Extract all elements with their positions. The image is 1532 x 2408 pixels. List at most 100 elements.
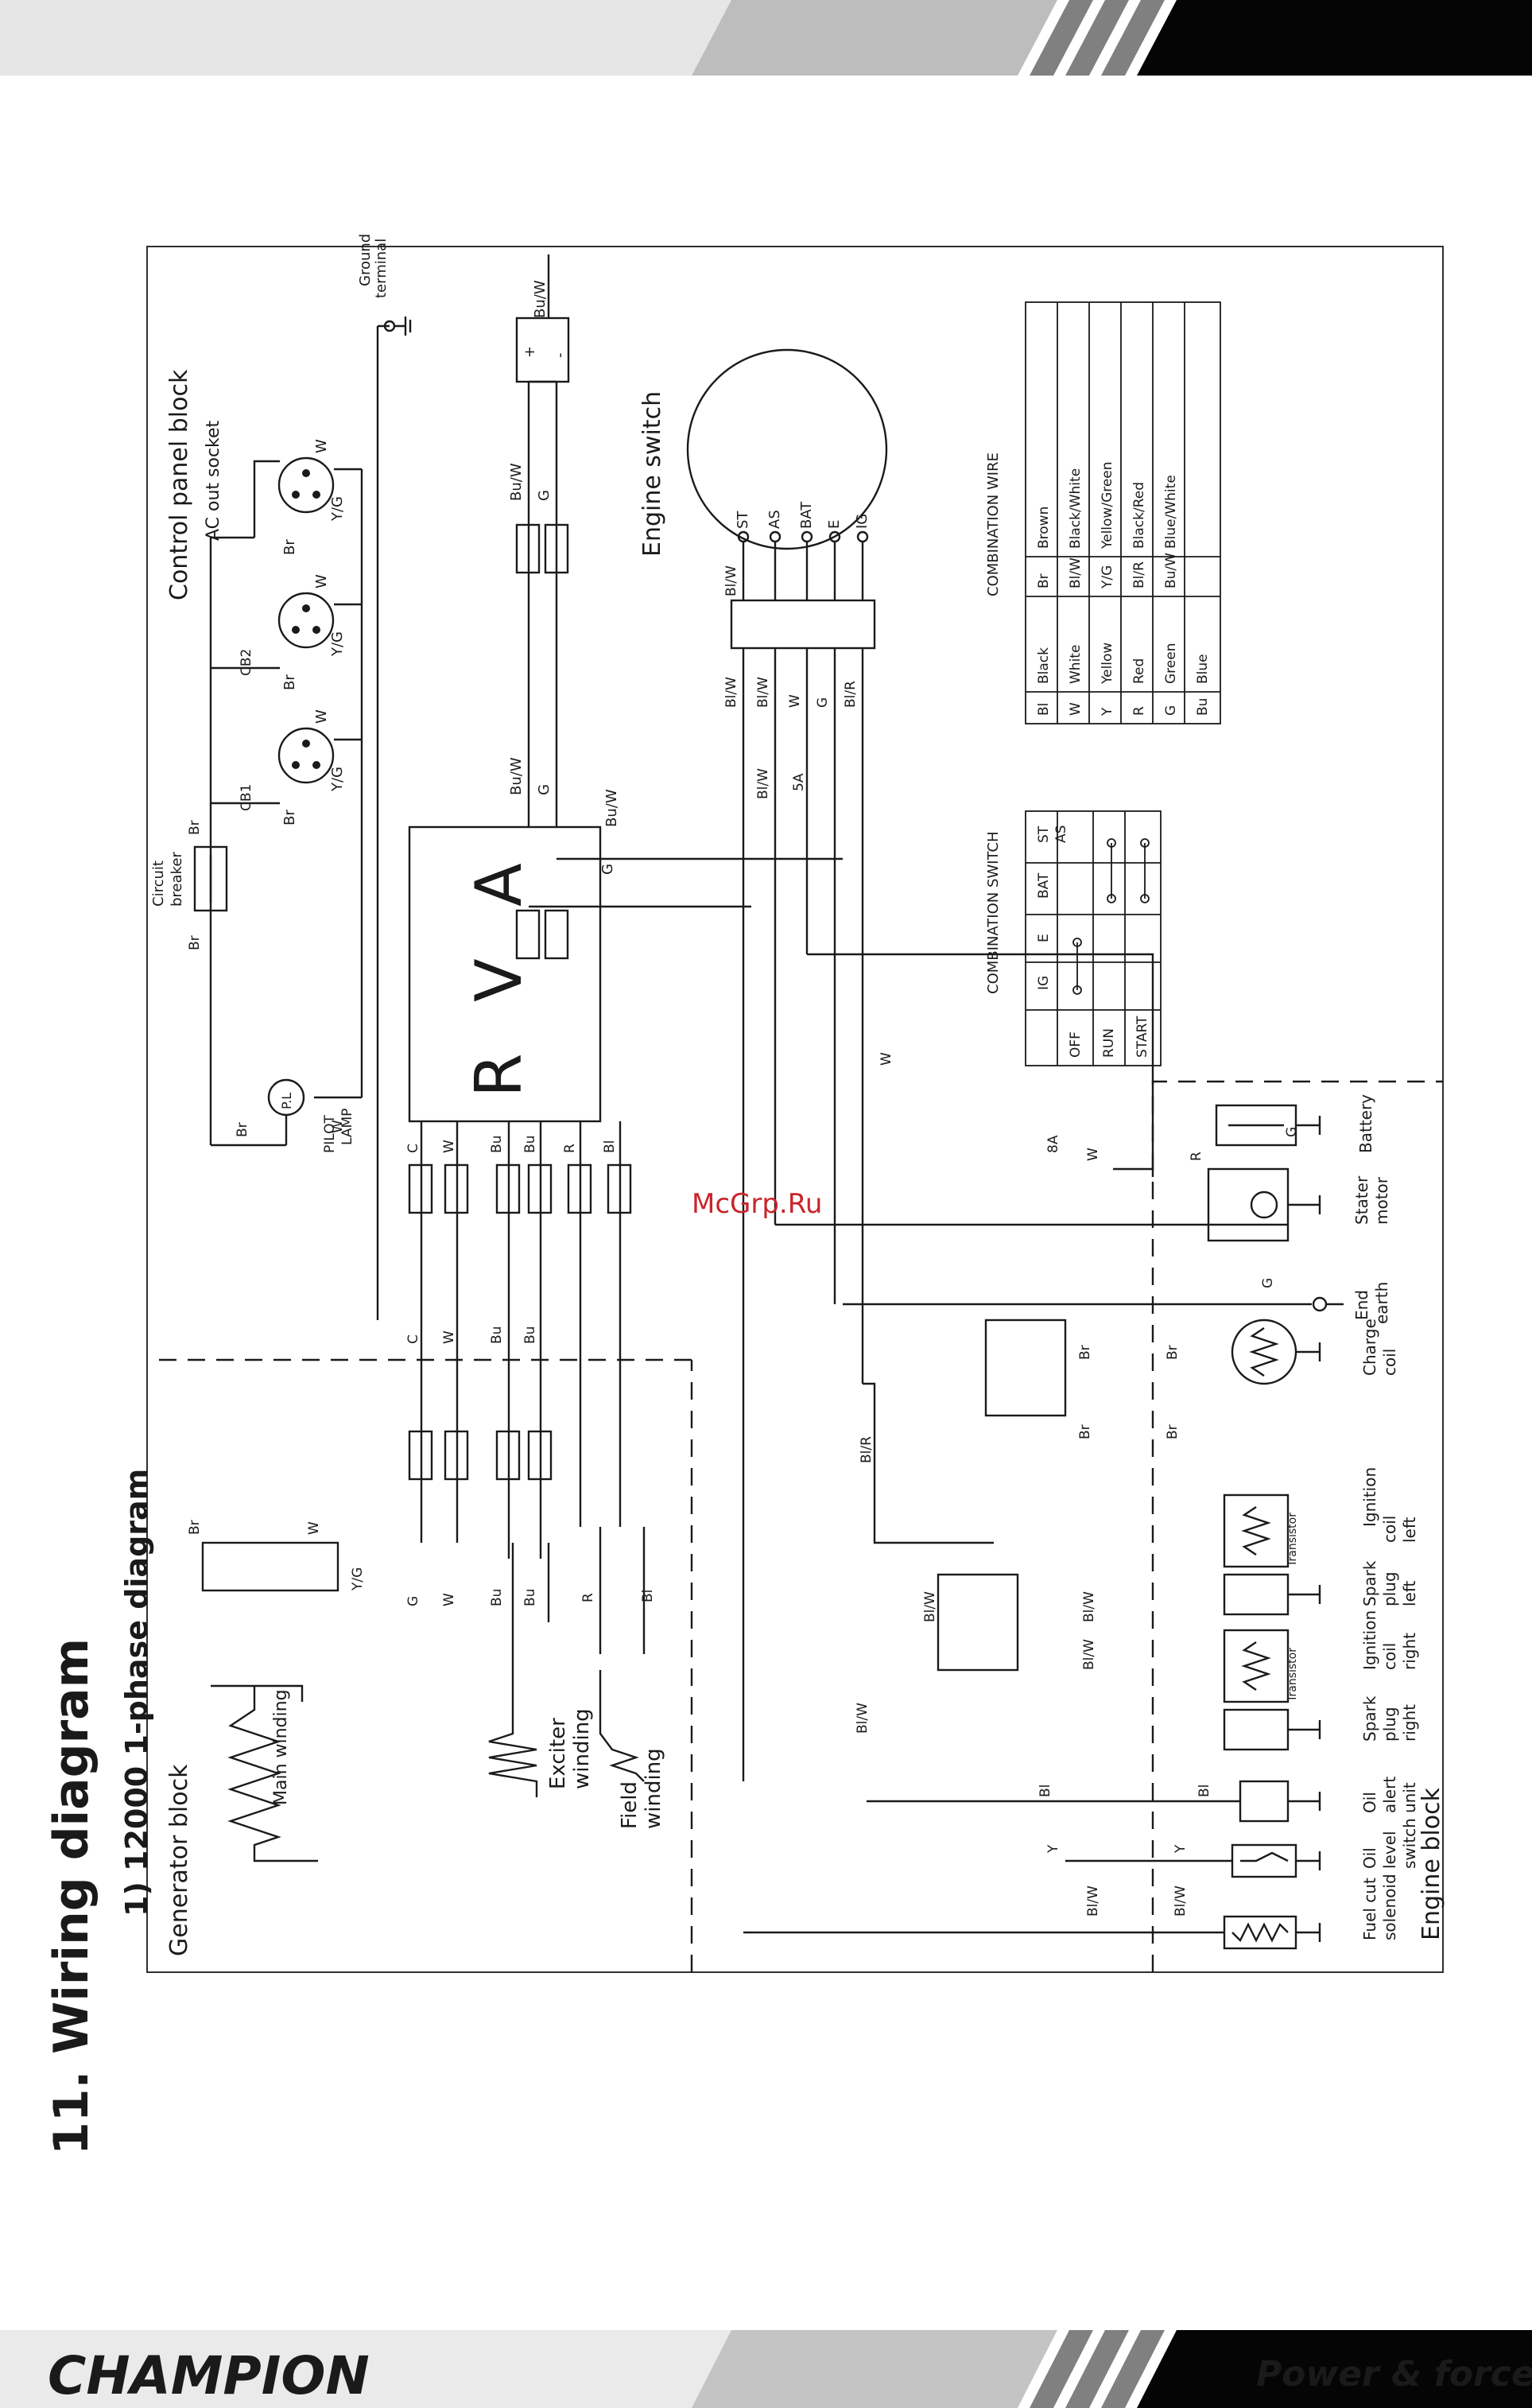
svg-text:Y/G: Y/G bbox=[1100, 565, 1115, 589]
oil-alert-unit: Oil alert unit Bl Bl bbox=[867, 1777, 1419, 1823]
svg-text:breaker: breaker bbox=[169, 852, 185, 907]
yg-bus-wire bbox=[376, 324, 390, 1320]
svg-text:Oil: Oil bbox=[1360, 1847, 1379, 1869]
svg-text:G: G bbox=[815, 697, 831, 708]
ac-out-sockets: Br W Y/G Br W Y/G Br W Y/G CB2 CB1 bbox=[211, 439, 362, 825]
charge-coil: Charge coil Br Br Br Br bbox=[984, 1319, 1399, 1439]
svg-text:Bu/W: Bu/W bbox=[508, 757, 525, 795]
svg-text:Bu: Bu bbox=[1195, 698, 1211, 716]
svg-text:plug: plug bbox=[1380, 1571, 1399, 1606]
avr-unit: A V R bbox=[408, 825, 602, 1123]
svg-text:Bu/W: Bu/W bbox=[532, 280, 549, 318]
ground-terminal-label-2: terminal bbox=[373, 239, 390, 298]
field-winding-label-2: winding bbox=[642, 1748, 665, 1829]
svg-text:Yellow/Green: Yellow/Green bbox=[1100, 461, 1115, 550]
svg-text:8A: 8A bbox=[1045, 1135, 1061, 1153]
engine-block-label: Engine block bbox=[1418, 1787, 1445, 1940]
socket-w-2: W bbox=[313, 574, 330, 588]
svg-text:E: E bbox=[1036, 934, 1052, 942]
svg-text:End: End bbox=[1352, 1290, 1371, 1320]
engine-ground-symbols bbox=[1288, 1116, 1321, 1942]
svg-text:Bl/W: Bl/W bbox=[1085, 1886, 1101, 1917]
socket-br-1: Br bbox=[281, 539, 298, 555]
svg-text:Bl/W: Bl/W bbox=[922, 1591, 938, 1622]
end-earth: End earth G bbox=[843, 1278, 1391, 1324]
main-winding bbox=[211, 1684, 318, 1862]
svg-text:coil: coil bbox=[1380, 1516, 1399, 1543]
svg-text:Transistor: Transistor bbox=[1286, 1513, 1299, 1567]
ignition-coil-right: Transistor Ignition coil right bbox=[1223, 1610, 1419, 1703]
svg-text:G: G bbox=[1163, 705, 1179, 716]
svg-text:Br: Br bbox=[1036, 573, 1052, 588]
svg-text:C: C bbox=[405, 1334, 421, 1344]
switch-st: ST bbox=[735, 511, 751, 529]
svg-text:C: C bbox=[405, 1144, 421, 1153]
svg-text:R: R bbox=[580, 1593, 596, 1602]
exciter-winding bbox=[488, 1543, 550, 1797]
svg-text:START: START bbox=[1134, 1016, 1150, 1058]
svg-text:Black/White: Black/White bbox=[1068, 468, 1084, 549]
svg-text:earth: earth bbox=[1372, 1282, 1391, 1324]
svg-text:AS: AS bbox=[1053, 825, 1069, 843]
svg-text:Battery: Battery bbox=[1356, 1094, 1375, 1153]
rectifier-box bbox=[937, 1573, 1019, 1672]
generator-to-avr-wires bbox=[420, 1121, 622, 1559]
page-subtitle: 1) 12000 1-phase diagram bbox=[119, 1469, 154, 1917]
spark-plug-left: Spark plug left bbox=[1223, 1560, 1419, 1616]
engine-switch-label: Engine switch bbox=[638, 391, 666, 557]
white-bus-wire bbox=[314, 469, 363, 1099]
field-winding-label: Field bbox=[618, 1781, 642, 1829]
svg-text:Bl/W: Bl/W bbox=[755, 677, 771, 708]
svg-text:Bl/R: Bl/R bbox=[1131, 561, 1147, 588]
svg-text:Stater: Stater bbox=[1352, 1175, 1371, 1225]
svg-text:coil: coil bbox=[1380, 1349, 1399, 1376]
socket-br-2: Br bbox=[281, 674, 298, 690]
brand-logo: CHAMPION bbox=[48, 2345, 370, 2406]
cb1-label: CB1 bbox=[239, 784, 254, 811]
combination-wire-title: COMBINATION WIRE bbox=[985, 452, 1002, 596]
oil-level-switch: Oil level switch Y Y bbox=[1045, 1818, 1419, 1878]
svg-text:W: W bbox=[441, 1140, 457, 1153]
socket-yg-3: Y/G bbox=[329, 767, 346, 792]
svg-text:Bl/W: Bl/W bbox=[723, 677, 739, 708]
svg-text:level: level bbox=[1380, 1831, 1399, 1869]
svg-text:Bl: Bl bbox=[602, 1140, 618, 1153]
svg-text:IG: IG bbox=[1036, 976, 1052, 990]
avr-a: A bbox=[462, 863, 536, 907]
svg-text:BAT: BAT bbox=[1036, 872, 1052, 899]
svg-text:G: G bbox=[599, 864, 616, 875]
svg-text:Y: Y bbox=[1100, 707, 1115, 717]
svg-text:Br: Br bbox=[187, 935, 203, 950]
svg-text:Blue/White: Blue/White bbox=[1163, 475, 1179, 549]
svg-text:Brown: Brown bbox=[1036, 507, 1052, 549]
header-band bbox=[0, 0, 1532, 76]
svg-text:ST: ST bbox=[1036, 825, 1052, 843]
svg-text:White: White bbox=[1068, 645, 1084, 684]
svg-text:G: G bbox=[536, 490, 553, 501]
svg-text:Bl/W: Bl/W bbox=[1173, 1886, 1189, 1917]
svg-text:Bu: Bu bbox=[522, 1589, 538, 1606]
socket-yg-1: Y/G bbox=[329, 496, 346, 522]
svg-text:PILOT: PILOT bbox=[322, 1114, 338, 1153]
svg-text:R: R bbox=[1131, 706, 1147, 716]
switch-ig: IG bbox=[854, 514, 871, 529]
svg-text:Transistor: Transistor bbox=[1286, 1648, 1299, 1703]
engine-w-wire bbox=[775, 953, 1288, 1226]
svg-text:Bu: Bu bbox=[522, 1136, 538, 1153]
svg-text:Bu: Bu bbox=[489, 1326, 505, 1344]
field-winding bbox=[599, 1527, 646, 1782]
engine-switch: ST AS BAT E IG Bl/W Bl/W Bl/W W G Bl/R 5… bbox=[686, 348, 888, 1781]
svg-text:+: + bbox=[522, 346, 538, 358]
socket-br-3: Br bbox=[281, 810, 298, 825]
pilot-lamp: P.L PILOT LAMP Br W bbox=[211, 1078, 355, 1153]
switch-as: AS bbox=[766, 510, 783, 529]
battery: Battery R G bbox=[1189, 1094, 1375, 1161]
control-panel-frame bbox=[146, 246, 1444, 1973]
svg-text:Bu/W: Bu/W bbox=[1163, 553, 1179, 588]
svg-text:Circuit: Circuit bbox=[150, 860, 167, 907]
avr-output-wires bbox=[527, 380, 558, 827]
svg-text:unit: unit bbox=[1400, 1782, 1419, 1813]
svg-text:W: W bbox=[441, 1593, 457, 1606]
svg-text:Ignition: Ignition bbox=[1360, 1610, 1379, 1670]
